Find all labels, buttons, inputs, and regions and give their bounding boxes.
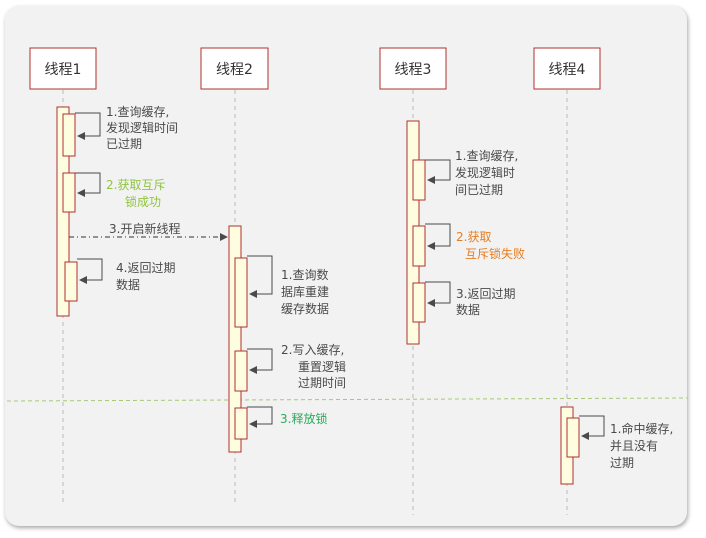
t1-sub-activation-query (62, 113, 76, 157)
t2-write-note: 2.写入缓存, 重置逻辑 过期时间 (281, 343, 350, 390)
thread-3-header: 线程3 (379, 47, 447, 90)
thread-4-label: 线程4 (549, 62, 586, 78)
t4-hit-note: 1.命中缓存, 并且没有 过期 (610, 421, 677, 470)
t1-self-arrow-query (75, 112, 101, 140)
thread-1-header: 线程1 (29, 47, 97, 90)
t3-return-note: 3.返回过期 数据 (456, 287, 519, 317)
t3-lock-fail-note: 2.获取 互斥锁失败 (456, 230, 525, 261)
t1-self-arrow-return (77, 258, 103, 284)
t1-sub-activation-return (64, 261, 78, 302)
t1-query-note: 1.查询缓存, 发现逻辑时间 已过期 (106, 105, 182, 151)
t4-self-arrow-hit (579, 415, 605, 440)
t2-sub-activation-release (234, 407, 248, 440)
thread-3-label: 线程3 (395, 62, 432, 78)
t3-sub-activation-lock (412, 225, 426, 267)
thread-1-label: 线程1 (45, 62, 82, 78)
phase-separator (6, 397, 689, 402)
thread-4-header: 线程4 (533, 47, 601, 90)
t3-sub-activation-return (412, 282, 426, 323)
t3-self-arrow-query (425, 159, 451, 184)
t2-query-db-note: 1.查询数 据库重建 缓存数据 (281, 267, 333, 316)
t3-self-arrow-return (425, 281, 451, 307)
t1-new-thread-note: 3.开启新线程 (109, 221, 180, 236)
t3-self-arrow-lock (425, 223, 451, 250)
thread-2-header: 线程2 (200, 47, 269, 90)
thread-2-label: 线程2 (216, 62, 253, 78)
t2-release-note: 3.释放锁 (280, 411, 327, 426)
t2-self-arrow-write (247, 348, 273, 374)
t1-self-arrow-lock (75, 172, 101, 197)
t1-return-note: 4.返回过期 数据 (116, 261, 179, 292)
t2-self-arrow-release (247, 406, 273, 428)
t1-lock-note: 2.获取互斥 锁成功 (106, 178, 169, 209)
t3-query-note: 1.查询缓存, 发现逻辑时 间已过期 (455, 149, 522, 197)
t1-sub-activation-lock (62, 172, 76, 213)
t2-sub-activation-query-db (234, 257, 248, 328)
t2-self-arrow-query-db (247, 255, 273, 298)
t4-sub-activation-hit (566, 417, 580, 458)
t3-sub-activation-query (412, 159, 426, 201)
t2-sub-activation-write (234, 350, 248, 392)
